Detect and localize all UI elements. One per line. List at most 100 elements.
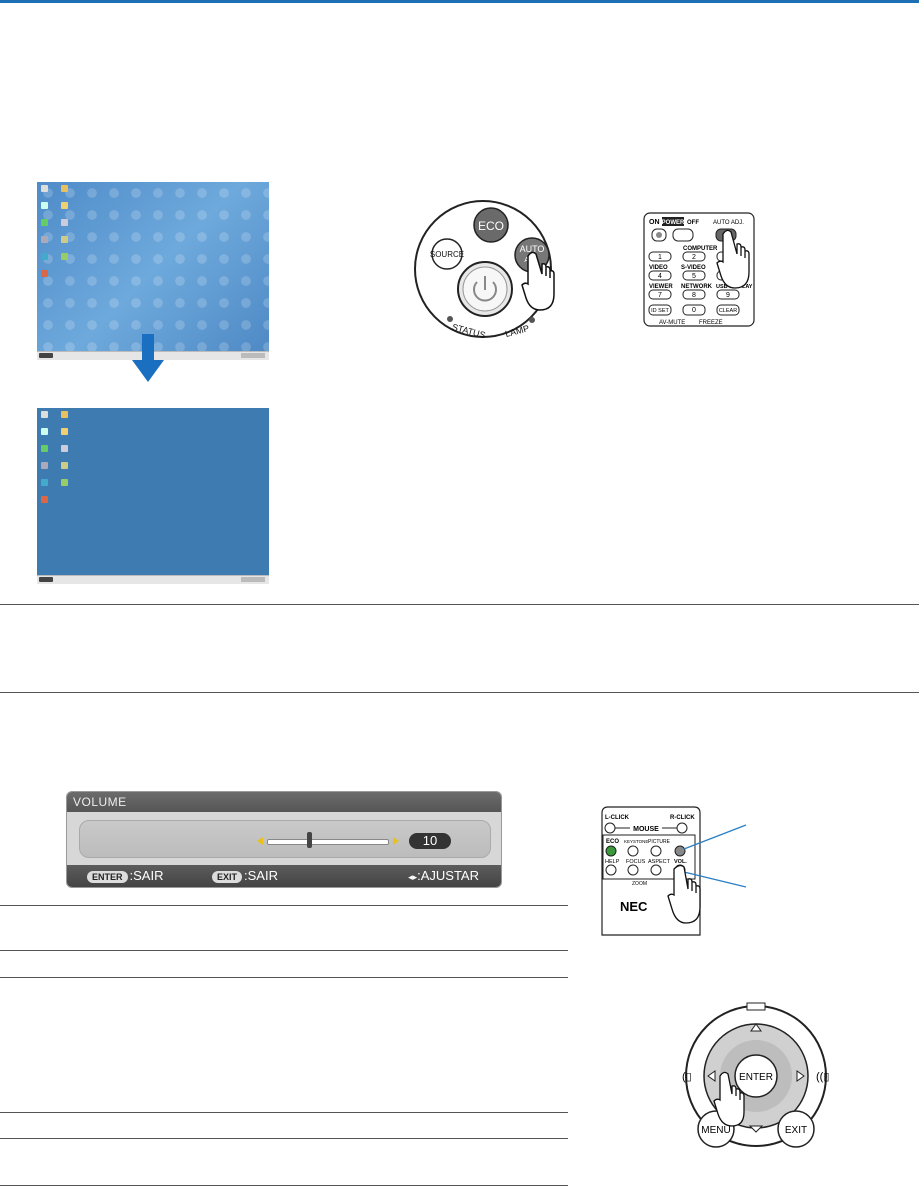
vol-up-button[interactable] [674, 845, 686, 857]
pointing-hand-icon [667, 864, 701, 924]
table-divider [0, 1138, 568, 1139]
off-label: OFF [687, 220, 699, 226]
enter-action: :SAIR [129, 868, 164, 883]
r-click-button[interactable] [676, 822, 688, 834]
enter-button[interactable] [734, 1054, 778, 1098]
remote-control-bottom: L-CLICK R-CLICK MOUSE ECO KEYSTONE PICTU… [601, 806, 747, 936]
volume-down-icon: (▯ [682, 1071, 692, 1083]
focus-button[interactable] [627, 864, 639, 876]
exit-label: EXIT [785, 1125, 807, 1136]
mouse-label: MOUSE [633, 826, 659, 833]
aspect-button[interactable] [650, 864, 662, 876]
enter-label: ENTER [739, 1072, 773, 1083]
eco-label: ECO [606, 839, 619, 845]
desktop-icon [41, 496, 48, 503]
adjust-action: :AJUSTAR [417, 868, 479, 883]
desktop-icon [61, 185, 68, 192]
desktop-icon [41, 219, 48, 226]
help-label: HELP [605, 859, 620, 865]
desktop-icon [61, 253, 68, 260]
network-button[interactable] [682, 289, 706, 300]
l-click-button[interactable] [604, 822, 616, 834]
desktop-screenshot-after [37, 408, 269, 584]
right-arrow-icon[interactable] [796, 1070, 805, 1082]
viewer-label: VIEWER [649, 284, 673, 290]
callout-line-vol-down [683, 871, 747, 888]
desktop-icon [41, 270, 48, 277]
osd-footer: ENTER:SAIR EXIT:SAIR ◂▸:AJUSTAR [67, 865, 501, 887]
video-button[interactable] [648, 270, 672, 281]
keystone-label: KEYSTONE [624, 839, 648, 844]
eco-button[interactable] [473, 207, 509, 243]
table-divider [0, 977, 568, 978]
l-click-label: L-CLICK [605, 815, 630, 821]
desktop-icon [61, 411, 68, 418]
volume-up-icon: ((▯ [816, 1071, 829, 1083]
enter-key-badge: ENTER [87, 871, 128, 883]
desktop-icon [41, 202, 48, 209]
volume-slider-knob[interactable] [307, 832, 312, 848]
up-arrow-icon[interactable] [750, 1023, 762, 1032]
r-click-label: R-CLICK [670, 815, 695, 821]
up-key-icon [746, 1002, 766, 1011]
button-5-label: 5 [692, 273, 696, 280]
desktop-icon [61, 202, 68, 209]
button-8-label: 8 [692, 292, 696, 299]
down-arrow-icon [142, 334, 154, 360]
section-divider [0, 692, 919, 693]
desktop-icon [61, 219, 68, 226]
volume-slider-track[interactable] [267, 839, 389, 845]
remote-control-top: ON POWER OFF AUTO ADJ. COMPUTER 1 2 VIDE… [643, 212, 755, 327]
desktop-icon [61, 462, 68, 469]
volume-value: 10 [409, 833, 451, 849]
svideo-button[interactable] [682, 270, 706, 281]
vol-label: VOL. [674, 859, 687, 865]
id-set-button[interactable] [648, 304, 672, 316]
source-label: SOURCE [430, 250, 464, 259]
button-2-label: 2 [692, 254, 696, 261]
button-4-label: 4 [658, 273, 662, 280]
id-set-label: ID SET [651, 308, 669, 314]
picture-button[interactable] [650, 845, 662, 857]
projector-control-panel: ECO SOURCE AUTO ADJ. STATUS LAMP [414, 200, 555, 340]
power-icon [473, 281, 497, 302]
computer-2-button[interactable] [682, 251, 706, 262]
callout-line-vol-up [683, 824, 747, 850]
header-bar [0, 0, 919, 3]
volume-osd: VOLUME 10 ENTER:SAIR EXIT:SAIR ◂▸:AJUSTA… [66, 791, 502, 888]
desktop-icon [41, 428, 48, 435]
pointing-hand-icon [713, 1071, 745, 1127]
desktop-icon [61, 236, 68, 243]
left-arrow-icon[interactable] [707, 1070, 716, 1082]
desktop-icon [41, 236, 48, 243]
aspect-label: ASPECT [648, 859, 671, 865]
zoom-label: ZOOM [632, 881, 647, 887]
viewer-button[interactable] [648, 289, 672, 300]
button-9-label: 9 [726, 292, 730, 299]
svideo-label: S-VIDEO [681, 265, 706, 271]
keystone-button[interactable] [627, 845, 639, 857]
pointing-hand-icon [521, 251, 555, 311]
button-7-label: 7 [658, 292, 662, 299]
nec-logo: NEC [620, 899, 648, 914]
eco-button[interactable] [605, 845, 617, 857]
cabinet-direction-pad: ENTER ((▯ (▯ MENU EXIT [682, 1002, 829, 1148]
power-off-button[interactable] [672, 228, 694, 242]
desktop-icon [41, 411, 48, 418]
left-right-arrows-icon: ◂▸ [408, 872, 418, 882]
down-arrow-icon[interactable] [748, 1125, 764, 1133]
on-label: ON [649, 219, 660, 226]
section-divider [0, 604, 919, 605]
help-button[interactable] [605, 864, 617, 876]
computer-label: COMPUTER [683, 246, 718, 252]
usb-display-button[interactable] [716, 289, 740, 300]
desktop-icon [41, 462, 48, 469]
button-0[interactable] [682, 304, 706, 316]
exit-action: :SAIR [244, 868, 278, 883]
clear-button[interactable] [716, 304, 740, 316]
source-button[interactable] [431, 238, 463, 270]
pointing-hand-icon [716, 229, 750, 289]
exit-button[interactable] [777, 1110, 815, 1148]
computer-1-button[interactable] [648, 251, 672, 262]
down-arrow-head-icon [132, 360, 164, 382]
